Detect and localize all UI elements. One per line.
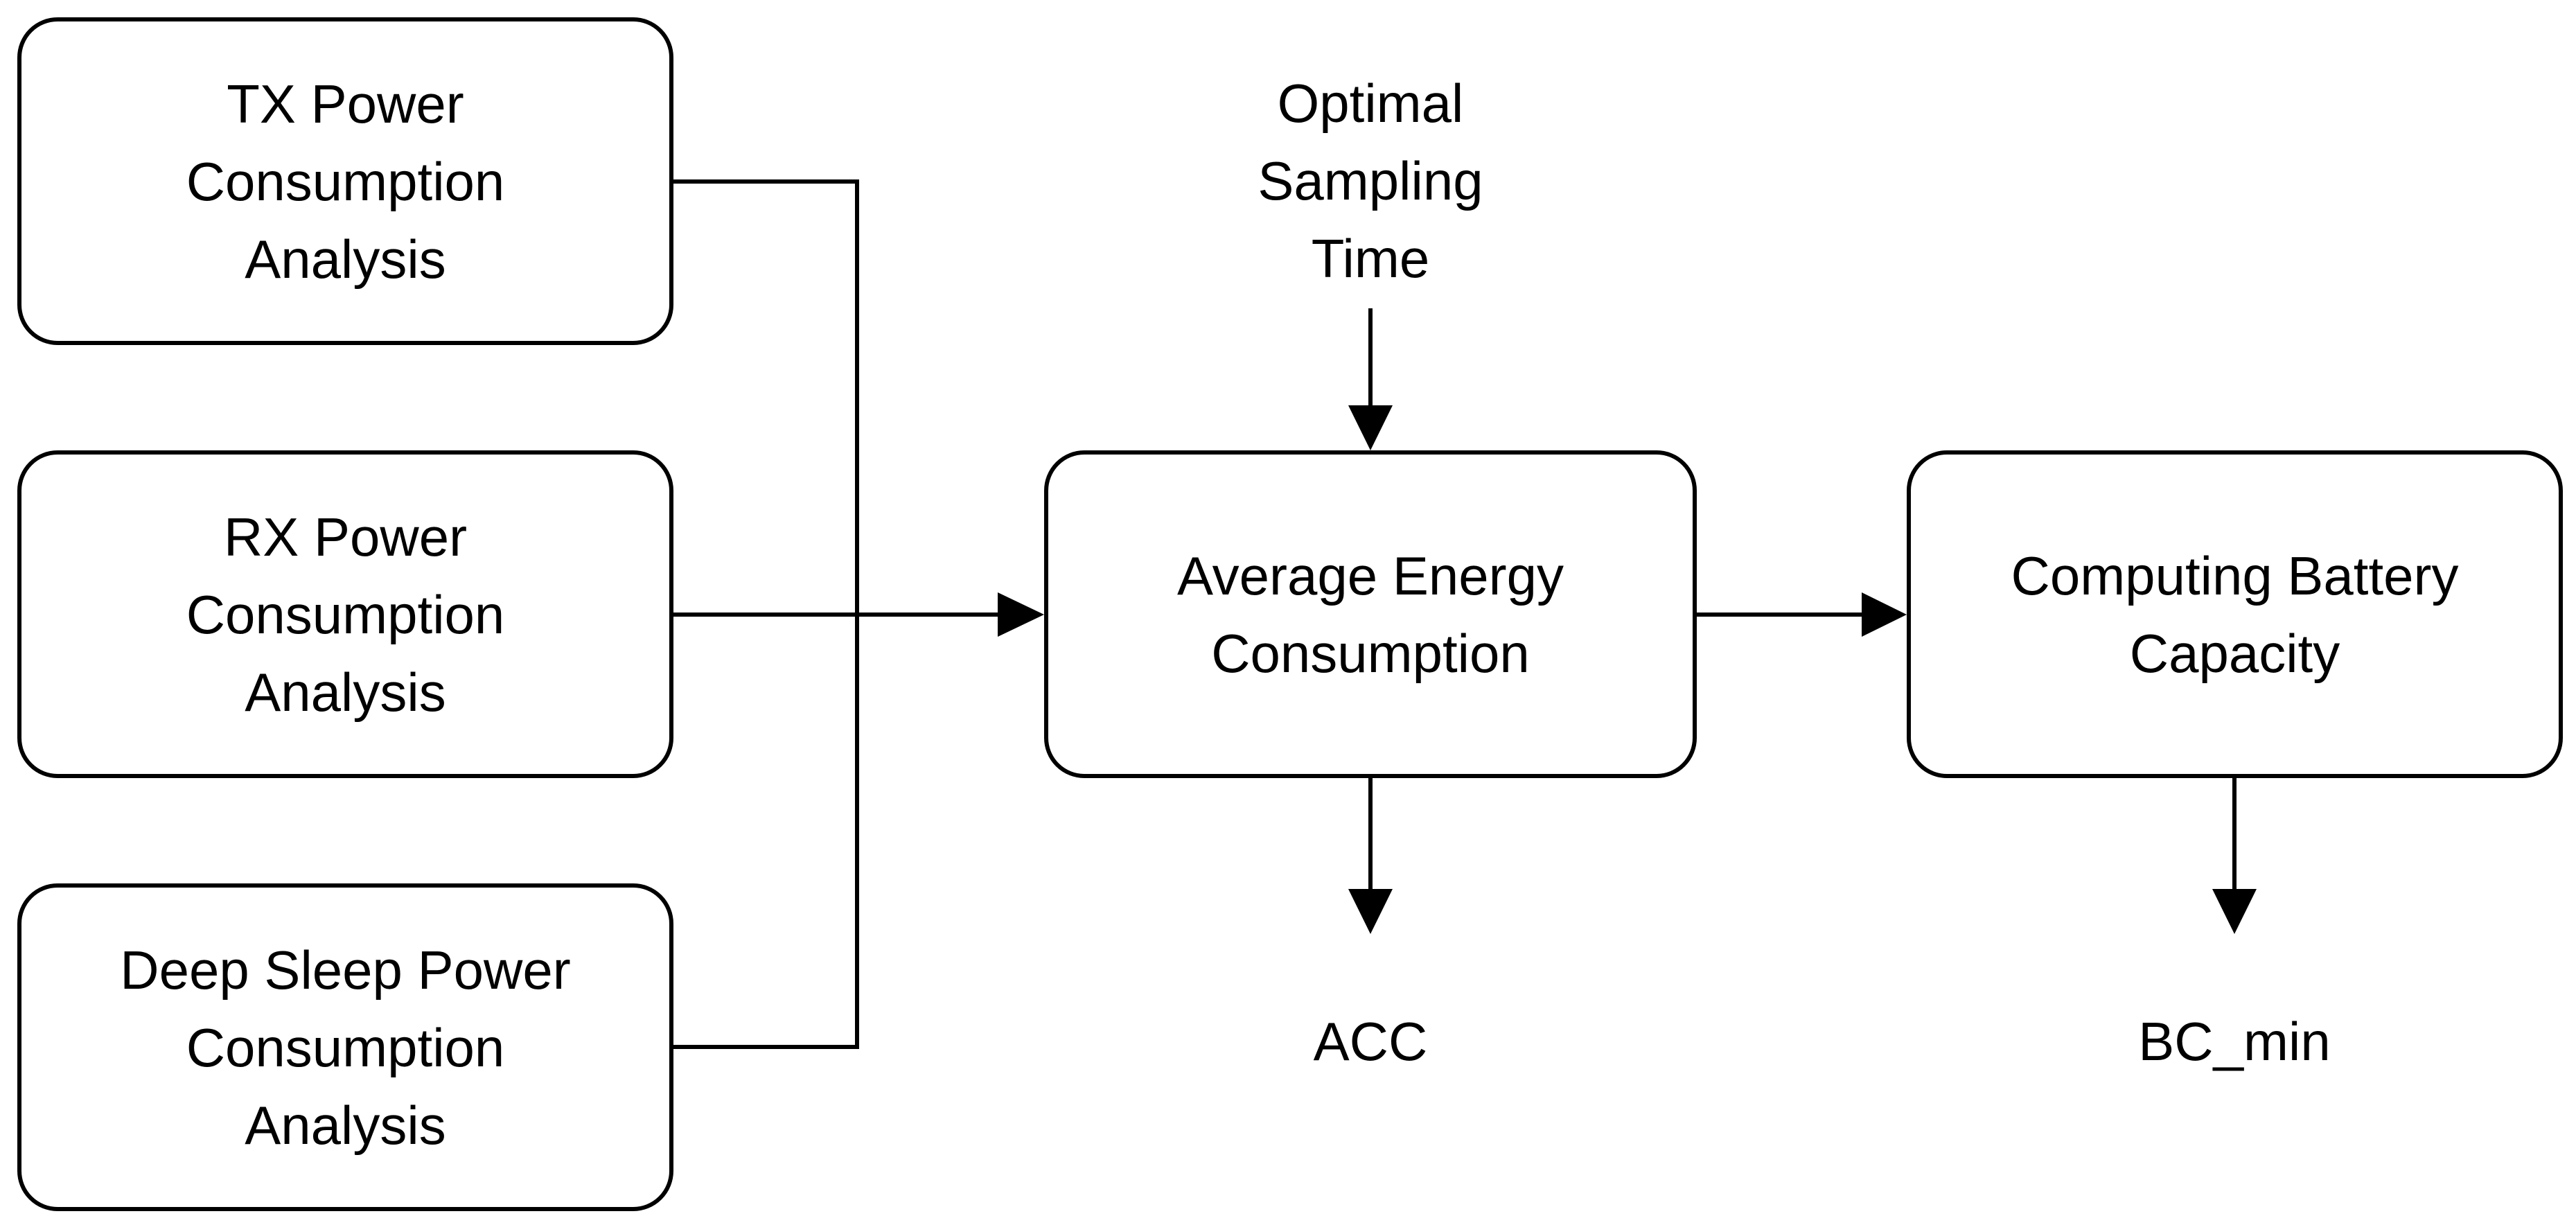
- arrowhead-into-acc: [1348, 889, 1393, 934]
- node-tx-power-analysis: TX Power Consumption Analysis: [17, 17, 673, 345]
- arrowhead-into-battery: [1862, 592, 1907, 637]
- optimal-sampling-time-label: Optimal Sampling Time: [1258, 73, 1483, 289]
- node-deep-sleep-power-analysis: Deep Sleep Power Consumption Analysis: [17, 883, 673, 1211]
- node-average-energy-consumption-label: Average Energy Consumption: [1177, 545, 1564, 684]
- node-deep-sleep-power-analysis-label: Deep Sleep Power Consumption Analysis: [120, 939, 571, 1156]
- node-computing-battery-capacity: Computing Battery Capacity: [1907, 450, 2563, 778]
- node-computing-battery-capacity-label: Computing Battery Capacity: [2011, 545, 2459, 684]
- edge-deep-sleep-to-bus: [673, 615, 859, 1049]
- arrowhead-into-average-energy-top: [1348, 405, 1393, 450]
- node-rx-power-analysis: RX Power Consumption Analysis: [17, 450, 673, 778]
- node-average-energy-consumption: Average Energy Consumption: [1044, 450, 1697, 778]
- node-rx-power-analysis-label: RX Power Consumption Analysis: [186, 506, 505, 723]
- bc-min-output-label: BC_min: [2138, 1011, 2331, 1072]
- acc-output-label: ACC: [1313, 1011, 1428, 1072]
- edge-tx-to-bus: [673, 179, 859, 615]
- arrowhead-into-bc-min: [2212, 889, 2257, 934]
- arrowhead-into-average-energy-left: [998, 592, 1044, 637]
- node-tx-power-analysis-label: TX Power Consumption Analysis: [186, 73, 505, 290]
